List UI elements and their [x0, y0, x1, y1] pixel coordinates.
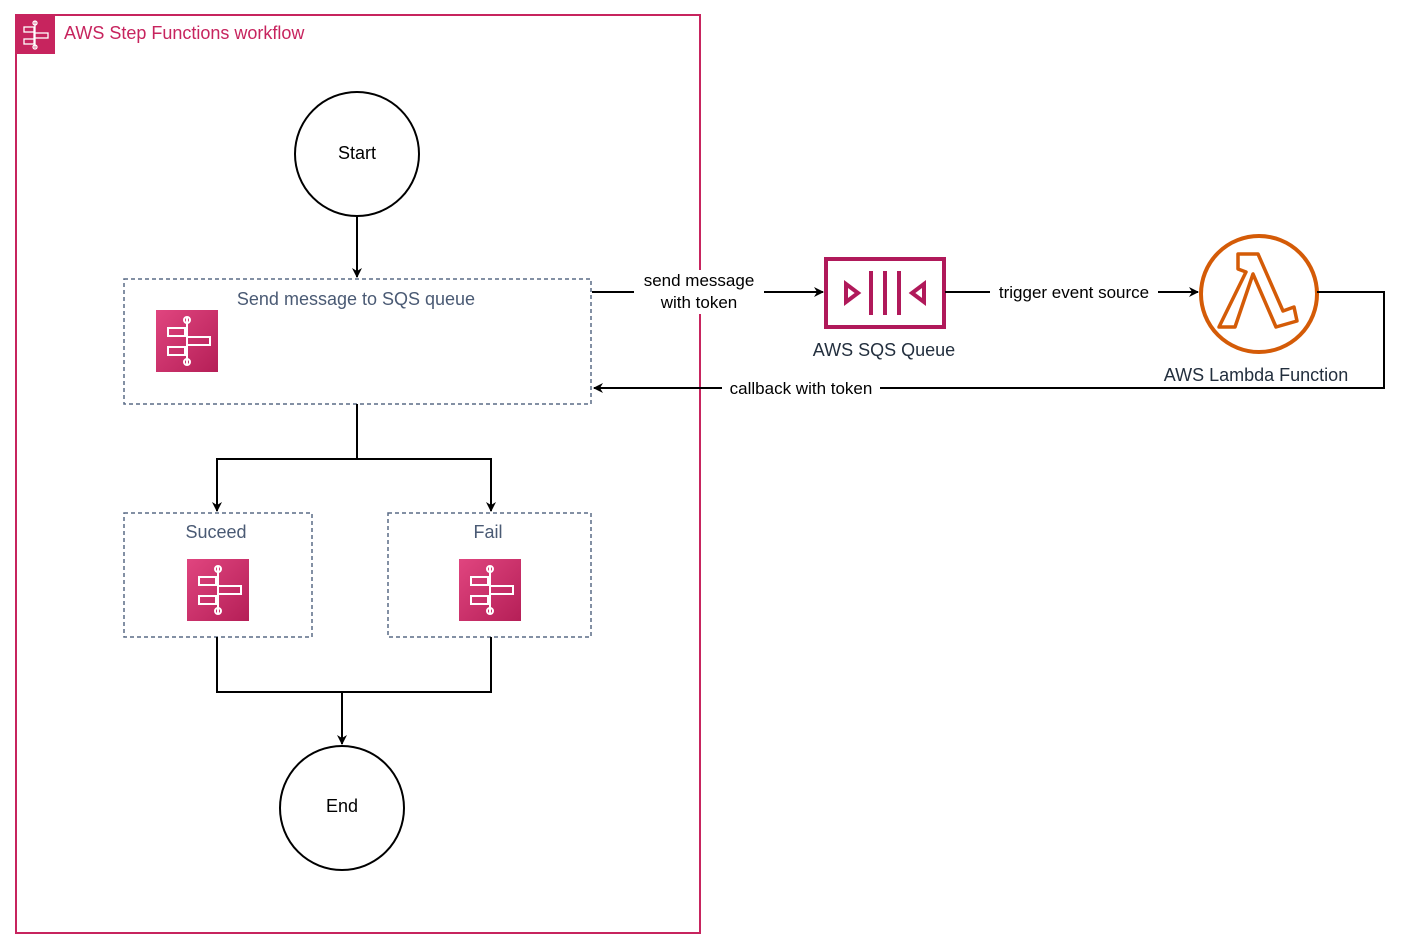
step-functions-icon	[156, 310, 218, 372]
end-node[interactable]	[279, 745, 405, 871]
edge-label-send: send message with token	[634, 270, 764, 314]
start-label: Start	[337, 143, 376, 163]
lambda-icon[interactable]	[1199, 234, 1319, 354]
fail-state-title: Fail	[473, 522, 503, 542]
send-state-title: Send message to SQS queue	[236, 289, 476, 309]
step-functions-icon	[187, 559, 249, 621]
edge-label-callback: callback with token	[722, 378, 880, 400]
send-message-state[interactable]	[123, 278, 592, 405]
sqs-label: AWS SQS Queue	[812, 340, 956, 360]
edges	[212, 216, 1385, 745]
edge-label-send-line2: with token	[660, 293, 738, 312]
edge-send-to-fail	[357, 458, 496, 512]
fail-state[interactable]	[387, 512, 592, 638]
edge-send-to-succeed	[212, 404, 358, 512]
end-label: End	[325, 796, 359, 816]
edge-label-send-line1: send message	[643, 271, 755, 290]
group-title: AWS Step Functions workflow	[64, 23, 305, 43]
lambda-label: AWS Lambda Function	[1163, 365, 1349, 385]
step-functions-icon	[459, 559, 521, 621]
edge-succeed-to-end	[216, 637, 492, 693]
step-functions-group-icon	[16, 15, 55, 54]
edge-label-trigger: trigger event source	[990, 282, 1158, 304]
succeed-state-title: Suceed	[185, 522, 247, 542]
edge-lambda-callback	[593, 291, 1385, 393]
workflow-group	[15, 14, 701, 934]
sqs-queue-icon[interactable]	[824, 257, 946, 329]
